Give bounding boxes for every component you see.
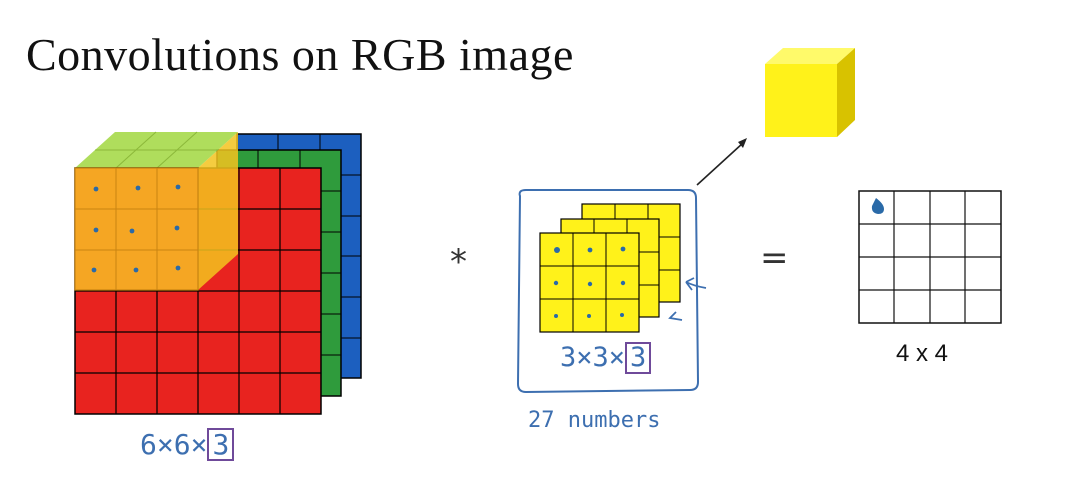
cube-arrow [696,138,747,186]
filter-layer-front [539,232,640,333]
input-channels-box: 3 [207,428,235,462]
output-dims-label: 4 x 4 [896,340,949,367]
filter-volume [516,189,707,394]
input-volume [74,131,362,415]
filter-count-label: 27 numbers [528,408,661,433]
filter-outline [516,189,700,394]
filter-dims-label: 3×3×3 [560,342,652,375]
output-cube [765,48,855,137]
filter-channels-box: 3 [625,342,652,375]
equals-operator: = [760,238,789,278]
filter-dims-text: 3×3× [560,342,626,373]
convolve-operator: * [450,242,467,282]
overlay-filter [74,132,238,291]
output-grid [858,190,1002,324]
input-dims-label: 6×6×3 [140,428,235,462]
output-value-mark [871,198,884,214]
page-title: Convolutions on RGB image [26,29,574,80]
layer-arrow [668,311,683,321]
input-dims-text: 6×6× [140,428,208,461]
layer-arrow [685,277,707,291]
